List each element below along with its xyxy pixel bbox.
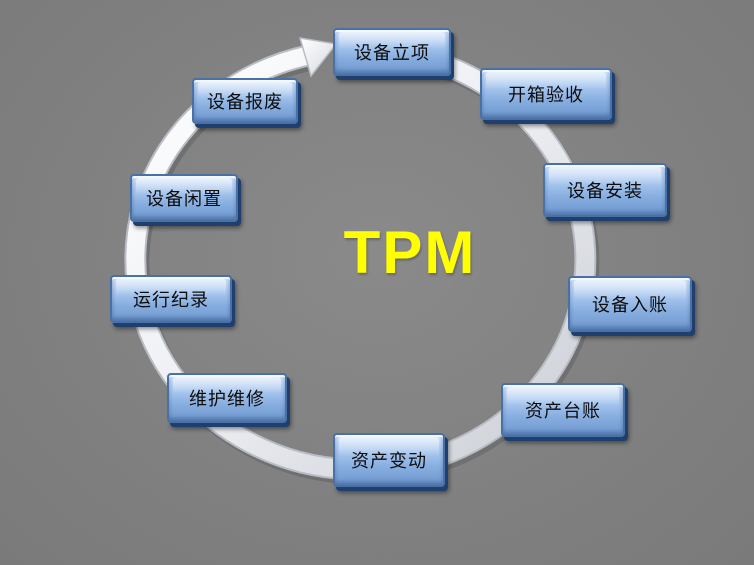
stage-operation-record: 运行纪录 [110,275,232,323]
stage-idle: 设备闲置 [130,174,238,222]
stage-label: 维护维修 [189,389,265,410]
stage-project-initiation: 设备立项 [333,28,451,76]
stage-label: 设备安装 [567,181,643,202]
stage-installation: 设备安装 [543,163,667,217]
stage-scrapping: 设备报废 [192,78,298,124]
stage-label: 设备闲置 [146,189,222,210]
stage-label: 运行纪录 [133,290,209,311]
stage-unpacking-inspection: 开箱验收 [480,68,612,120]
stage-label: 设备报废 [207,92,283,113]
stage-label: 资产台账 [525,401,601,422]
stage-label: 设备入账 [592,295,668,316]
stage-asset-change: 资产变动 [333,433,445,487]
diagram-title: TPM [343,218,477,286]
stage-label: 开箱验收 [508,85,584,106]
cycle-arrowhead-icon [298,37,338,78]
stage-maintenance: 维护维修 [167,373,287,423]
stage-label: 设备立项 [354,43,430,64]
stage-asset-entry: 设备入账 [568,276,692,332]
stage-asset-ledger: 资产台账 [501,383,625,437]
stage-label: 资产变动 [351,451,427,472]
